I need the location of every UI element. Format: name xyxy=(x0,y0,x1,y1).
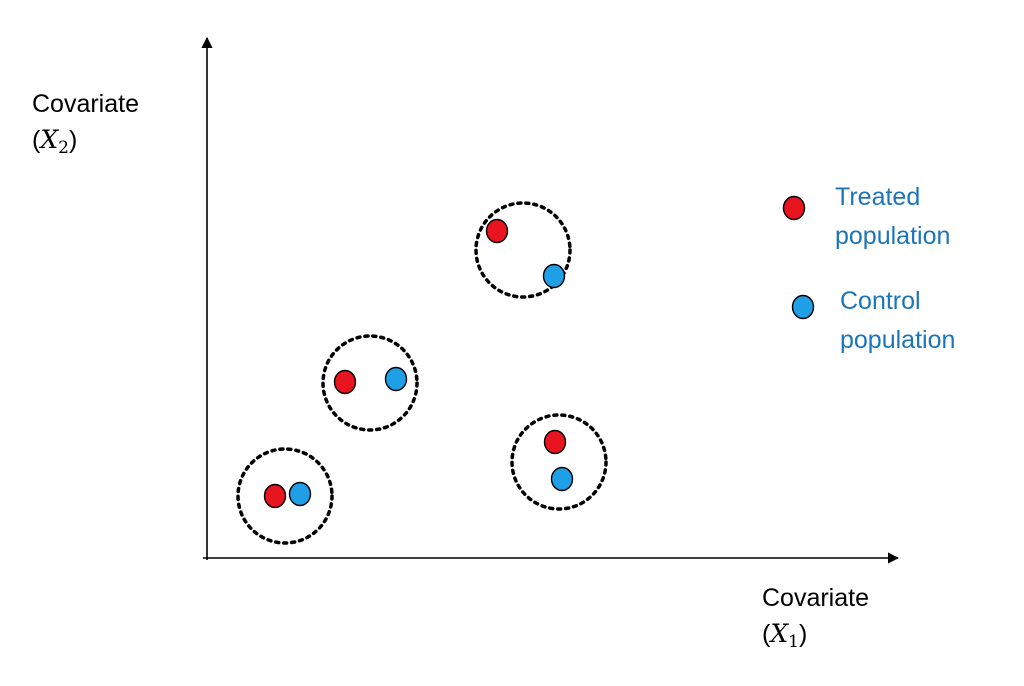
y-axis-variable-symbol: X xyxy=(40,125,59,154)
x-axis-variable-symbol: X xyxy=(770,619,789,648)
legend-control-line1: Control xyxy=(840,287,921,315)
y-axis-label-text: Covariate xyxy=(32,90,139,118)
matching-circle xyxy=(236,447,334,545)
y-axis-variable-subscript: 2 xyxy=(58,138,69,158)
legend-control-label: Control population xyxy=(840,282,1010,360)
matched-pair-group xyxy=(510,413,608,511)
x-axis-label: Covariate (X1) xyxy=(762,580,869,660)
legend-treated-line1: Treated xyxy=(835,183,921,211)
y-axis-label: Covariate (X2) xyxy=(32,86,139,166)
control-unit-dot xyxy=(542,263,566,289)
treated-unit-dot xyxy=(333,369,357,395)
control-unit-dot xyxy=(384,366,408,392)
matched-pair-group xyxy=(236,447,334,545)
treated-unit-dot xyxy=(543,429,567,455)
treated-unit-dot xyxy=(263,483,287,509)
y-axis-label-variable: (X2) xyxy=(32,125,78,158)
x-axis-label-variable: (X1) xyxy=(762,619,808,652)
legend-treated-label: Treated population xyxy=(835,178,1005,256)
legend-control-dot xyxy=(791,294,815,320)
x-axis-variable-subscript: 1 xyxy=(788,632,799,652)
matching-circle xyxy=(510,413,608,511)
treated-unit-dot xyxy=(485,218,509,244)
legend-treated-dot xyxy=(782,195,806,221)
matching-circle xyxy=(474,201,572,299)
legend-treated-line2: population xyxy=(835,222,951,250)
control-unit-dot xyxy=(288,481,312,507)
control-unit-dot xyxy=(550,466,574,492)
matched-pair-group xyxy=(474,201,572,299)
x-axis-label-text: Covariate xyxy=(762,584,869,612)
matched-pair-group xyxy=(321,334,419,432)
matching-circle xyxy=(321,334,419,432)
legend-control-line2: population xyxy=(840,326,956,354)
